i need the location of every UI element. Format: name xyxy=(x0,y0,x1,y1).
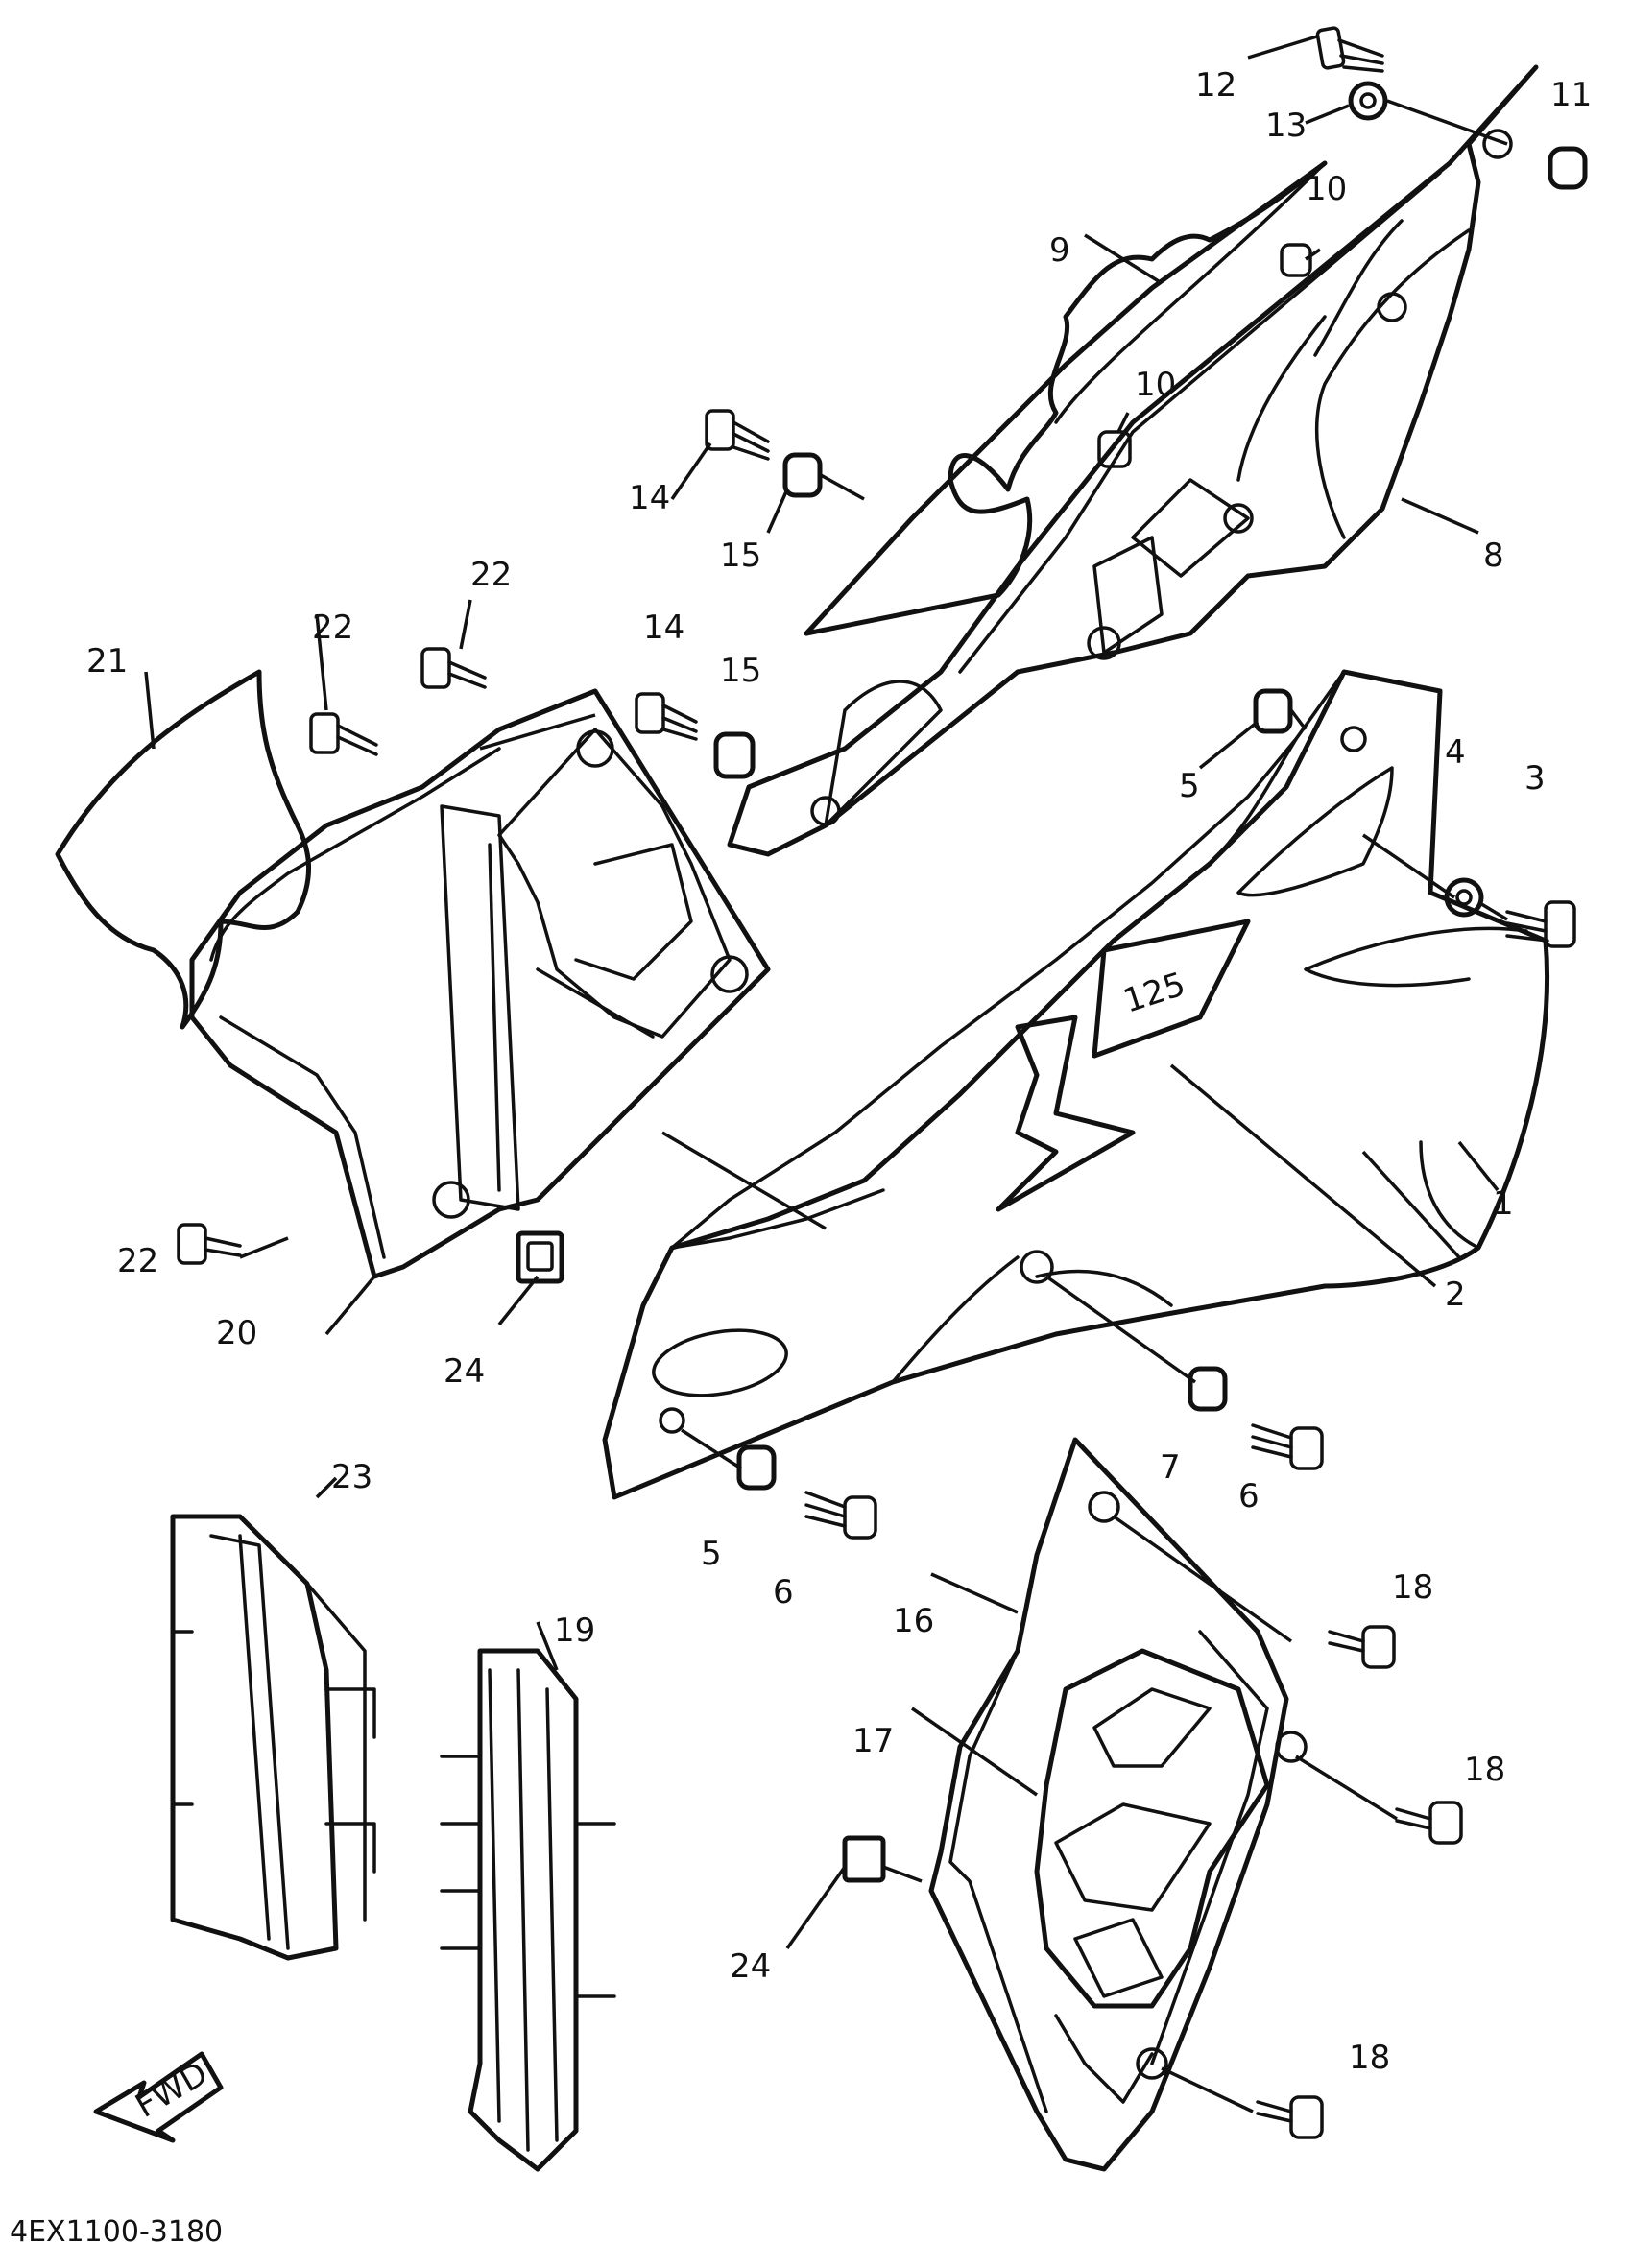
callout-18-mid: 18 xyxy=(1464,1751,1505,1789)
callout-19: 19 xyxy=(554,1611,595,1650)
fwd-label: FWD xyxy=(130,2054,215,2125)
callout-18-top: 18 xyxy=(1392,1568,1433,1607)
part-9-decal xyxy=(804,160,1328,636)
callout-5-top: 5 xyxy=(1179,767,1200,805)
callout-6-left: 6 xyxy=(773,1573,794,1611)
callout-24-bottom: 24 xyxy=(730,1947,771,1986)
leader-lines xyxy=(144,35,1508,2113)
callout-1: 1 xyxy=(1493,1184,1514,1223)
part-20-radiator-shroud xyxy=(189,688,771,1279)
callout-5-bottom: 5 xyxy=(701,1535,722,1573)
part-23-radiator-guard xyxy=(170,1514,376,1961)
fasteners xyxy=(177,26,1588,2139)
callout-4: 4 xyxy=(1445,733,1466,772)
callout-18-bottom: 18 xyxy=(1349,2039,1390,2077)
callout-6-right: 6 xyxy=(1238,1477,1260,1516)
callout-17: 17 xyxy=(852,1722,894,1760)
callout-14-bottom: 14 xyxy=(643,609,684,647)
callout-20: 20 xyxy=(216,1314,257,1352)
callout-10-mid: 10 xyxy=(1135,366,1176,404)
fwd-arrow-icon: FWD xyxy=(93,2051,224,2143)
callout-23: 23 xyxy=(331,1458,372,1496)
part-21-shroud-decal xyxy=(55,669,312,1030)
callout-21: 21 xyxy=(86,642,128,680)
callout-11: 11 xyxy=(1550,76,1592,114)
callout-24-top: 24 xyxy=(444,1352,485,1391)
callout-7: 7 xyxy=(1160,1448,1181,1487)
callout-8: 8 xyxy=(1483,537,1504,575)
model-decal-text: 125 xyxy=(1118,965,1189,1020)
callout-12: 12 xyxy=(1195,66,1236,105)
part-number: 4EX1100-3180 xyxy=(10,2215,223,2249)
callout-22-left: 22 xyxy=(312,609,353,647)
callout-13: 13 xyxy=(1265,107,1307,145)
part-2-model-decal: 125 xyxy=(996,919,1251,1212)
callout-9: 9 xyxy=(1049,231,1070,270)
callout-3: 3 xyxy=(1524,759,1546,798)
callout-2: 2 xyxy=(1445,1276,1466,1314)
part-19-louvre xyxy=(440,1648,616,2172)
part-17-lower-decal xyxy=(1034,1648,1270,2009)
part-8-side-cover xyxy=(727,64,1539,857)
callout-16: 16 xyxy=(893,1602,934,1640)
part-16-lower-panel xyxy=(928,1437,1308,2172)
callout-15-top: 15 xyxy=(720,537,761,575)
callout-labels: 1 2 3 4 5 5 6 6 7 8 9 10 10 11 12 13 14 … xyxy=(86,66,1592,2077)
part-1-side-panel xyxy=(602,669,1550,1500)
callout-10-top: 10 xyxy=(1306,170,1347,208)
callout-14-top: 14 xyxy=(629,479,670,517)
callout-22-right: 22 xyxy=(470,556,512,594)
callout-15-bottom: 15 xyxy=(720,652,761,690)
callout-22-bottom: 22 xyxy=(117,1242,158,1280)
